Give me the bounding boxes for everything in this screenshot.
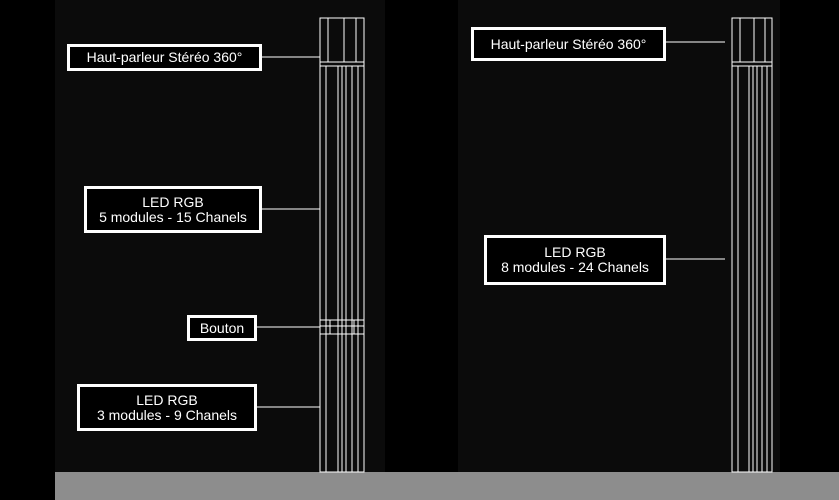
- right-column-outline: [731, 17, 773, 473]
- left-led-top-title: LED RGB: [142, 193, 204, 210]
- left-led-top-detail: 5 modules - 15 Chanels: [99, 208, 247, 225]
- left-button-label: Bouton: [187, 315, 257, 341]
- right-led-title: LED RGB: [544, 244, 606, 260]
- left-led-bottom-title: LED RGB: [136, 391, 198, 408]
- right-speaker-text: Haut-parleur Stéréo 360°: [490, 35, 647, 52]
- left-button-text: Bouton: [199, 319, 245, 336]
- left-led-bottom-label: LED RGB 3 modules - 9 Chanels: [77, 384, 257, 431]
- left-speaker-label: Haut-parleur Stéréo 360°: [67, 44, 262, 71]
- left-led-bottom-detail: 3 modules - 9 Chanels: [96, 406, 238, 423]
- left-column: [319, 17, 365, 473]
- right-speaker-label: Haut-parleur Stéréo 360°: [471, 27, 666, 61]
- left-speaker-text: Haut-parleur Stéréo 360°: [86, 49, 243, 65]
- right-column: [731, 17, 773, 473]
- left-led-top-label: LED RGB 5 modules - 15 Chanels: [84, 186, 262, 233]
- right-led-detail: 8 modules - 24 Chanels: [501, 259, 649, 275]
- floor-strip: [55, 472, 839, 500]
- right-led-label: LED RGB 8 modules - 24 Chanels: [484, 235, 666, 285]
